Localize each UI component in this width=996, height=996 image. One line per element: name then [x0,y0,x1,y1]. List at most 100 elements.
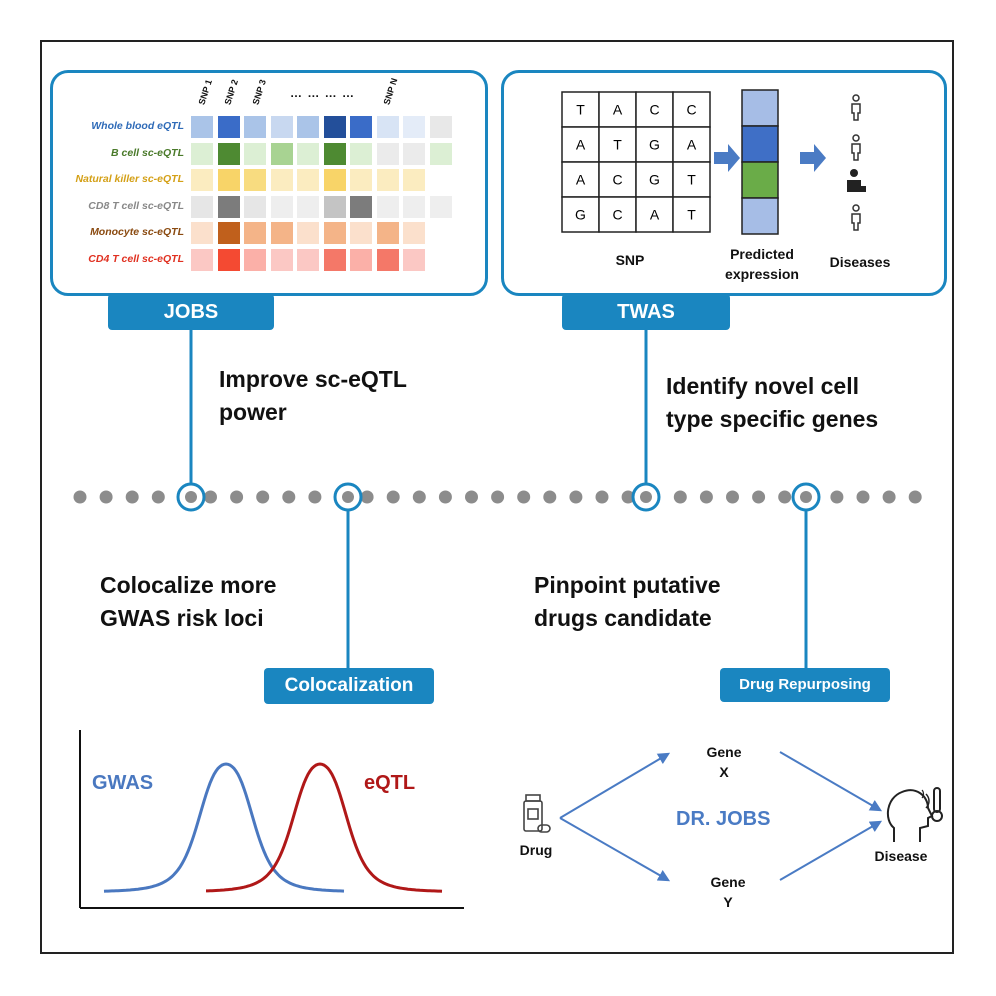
heatmap-row-label: Monocyte sc-eQTL [90,226,184,238]
eqtl-curve [206,762,443,893]
heatmap-row-label: Whole blood eQTL [91,120,184,132]
timeline-dot [595,490,609,504]
expression-segment [741,125,779,163]
snp-grid-letter: A [650,207,660,223]
dr-jobs-label: DR. JOBS [676,808,771,830]
heatmap-cell [244,248,266,271]
gene-y-line-2: Y [723,894,733,910]
heatmap-cell [270,195,293,218]
timeline-dot [125,490,139,504]
timeline-dot [726,490,739,504]
person-icon [851,204,861,231]
heatmap-cell [191,222,213,244]
heatmap-cell [323,142,346,165]
gwas-curve [103,762,345,893]
heatmap-cell [429,142,452,165]
twas-tab-label: TWAS [617,301,675,323]
timeline-dot [621,490,635,504]
heatmap-cell [429,248,452,271]
eqtl-label: eQTL [364,772,416,794]
heatmap-cell [403,116,425,138]
timeline-dot [569,490,583,504]
timeline-dot [830,490,844,504]
predicted-label-line-1: Predicted [730,246,794,262]
heatmap-cell [350,195,372,218]
timeline-dot [778,490,792,504]
snp-grid-letter: T [613,137,622,153]
colocalize-heading: Colocalize more GWAS risk loci [100,569,276,635]
heatmap-cell [244,222,266,244]
snp-grid-letter: T [687,207,696,223]
heatmap-cell [244,116,266,138]
snp-grid-cell [672,161,711,198]
snp-label: SNP [615,252,645,268]
heatmap-cell [270,248,293,271]
arrow-gene-x-disease [779,751,883,812]
heatmap-cell [403,169,425,191]
snp-grid-letter: A [687,137,697,153]
disease-label: Disease [874,848,928,864]
heatmap-cell [217,142,240,165]
snp-grid-letter: T [687,172,696,188]
sick-person-icon [847,169,866,192]
timeline-dot [230,490,244,504]
heatmap-cell [297,142,319,165]
heatmap-cell [270,142,293,165]
jobs-tab-label: JOBS [163,301,219,323]
heatmap-cell [376,248,399,271]
heatmap-cell [350,169,372,191]
identify-line-1: Identify novel cell [666,373,859,399]
snp-grid-letter: G [575,207,586,223]
heatmap-cell [403,248,425,271]
expression-segment [741,89,779,127]
heatmap-cell [403,222,425,244]
heatmap-cell [191,169,213,191]
predicted-expression-label: Predicted expression [710,244,814,284]
timeline-dot [465,490,478,504]
heatmap-cell [429,195,452,218]
heatmap-cell [323,116,346,138]
timeline-node-drug-inner [800,491,812,503]
identify-line-2: type specific genes [666,406,879,432]
timeline-dot [282,490,296,504]
heatmap-cell [297,169,319,191]
arrow-gene-y-disease [779,820,883,881]
colocalize-line-1: Colocalize more [100,572,277,598]
predicted-label-line-2: expression [725,266,799,282]
heatmap-cell [350,142,372,165]
timeline-dot [204,490,217,504]
improve-line-1: Improve sc-eQTL [219,366,407,392]
heatmap-cell [429,222,452,244]
timeline-node-twas-inner [640,491,652,503]
heatmap-row-label: CD8 T cell sc-eQTL [88,199,184,212]
improve-heading: Improve sc-eQTL power [219,363,407,429]
drug-repurposing-tab: Drug Repurposing [720,668,890,702]
heatmap-cell [376,222,399,244]
timeline-dot [491,490,505,504]
snp-ellipsis: … … … … [290,86,356,100]
timeline-dot [151,490,165,504]
heatmap-cell [297,248,319,271]
gene-y-line-1: Gene [710,874,746,890]
snp-grid-letter: G [649,137,660,153]
gene-x-line-1: Gene [706,744,742,760]
timeline-dot [386,490,400,504]
sick-head-icon [886,787,943,842]
heatmap-cell [297,222,319,244]
snp-grid-cell [672,91,711,128]
person-icon [851,94,861,121]
heatmap-row-label: B cell sc-eQTL [111,146,184,159]
jobs-tab: JOBS [108,294,274,330]
heatmap-cell [191,116,213,138]
gene-y-label: Gene Y [698,872,758,912]
drug-label: Drug [519,842,553,858]
snp-grid-letter: C [612,207,622,223]
identify-heading: Identify novel cell type specific genes [666,370,878,436]
snp-grid-cell [598,91,637,128]
timeline-node-jobs-inner [185,491,197,503]
snp-grid-letter: C [686,102,696,118]
timeline-dot [73,490,87,504]
heatmap-cell [270,169,293,191]
